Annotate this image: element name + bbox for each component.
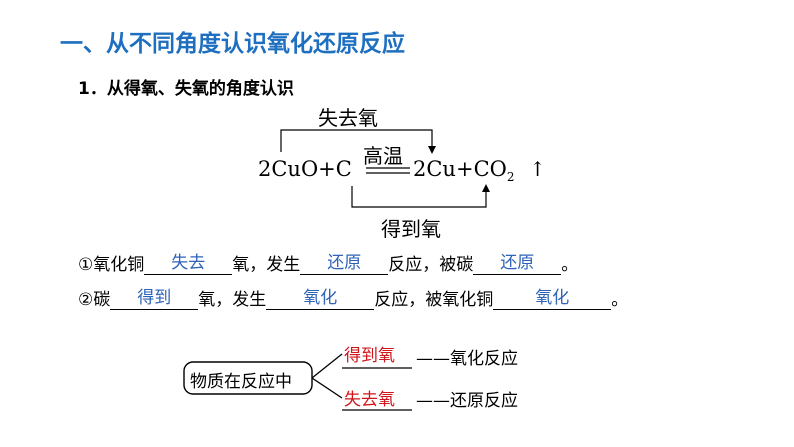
line1-text-3: 反应，被碳 <box>388 255 474 275</box>
reactant-cuo: 2CuO <box>258 157 319 181</box>
section-subtitle: 1．从得氧、失氧的角度认识 <box>78 79 294 99</box>
reaction-condition: 高温 <box>363 144 403 168</box>
line2-text-3: 反应，被氧化铜 <box>374 290 494 310</box>
subscript-2: 2 <box>506 170 515 185</box>
answer-1-3: 还原 <box>500 253 535 273</box>
branch-lose-oxygen: 失去氧 <box>344 390 395 410</box>
fill-line-2: ②碳 得到 氧，发生 氧化 反应，被氧化铜 氧化 。 <box>78 285 628 310</box>
arrow-head-bottom <box>482 184 490 192</box>
blank-1-1[interactable]: 失去 <box>144 253 233 275</box>
chemical-equation: 2CuO+C <box>258 157 352 181</box>
line2-text-4: 。 <box>611 290 629 310</box>
plus-sign: + <box>318 157 336 181</box>
result-row-2: ——还原反应 <box>416 386 518 411</box>
line1-text-2: 氧，发生 <box>232 255 301 275</box>
gas-arrow-icon: ↑ <box>529 157 546 181</box>
dash-2: —— <box>416 391 450 411</box>
branch-gain-oxygen: 得到氧 <box>344 346 395 366</box>
blank-1-2[interactable]: 还原 <box>300 253 389 275</box>
blank-2-2[interactable]: 氧化 <box>266 288 375 310</box>
blank-2-1[interactable]: 得到 <box>110 288 199 310</box>
reactant-c: C <box>335 157 352 181</box>
answer-2-1: 得到 <box>137 288 172 308</box>
result-row-1: ——氧化反应 <box>416 344 518 369</box>
answer-1-1: 失去 <box>171 253 206 273</box>
chemical-products: 2Cu+CO2 ↑ <box>413 157 546 184</box>
answer-2-3: 氧化 <box>535 288 570 308</box>
dash-1: —— <box>416 349 450 369</box>
result-reduction: 还原反应 <box>450 391 518 411</box>
fill-line-1: ①氧化铜 失去 氧，发生 还原 反应，被碳 还原 。 <box>78 250 578 275</box>
answer-2-2: 氧化 <box>303 288 338 308</box>
gain-oxygen-label: 得到氧 <box>381 217 441 241</box>
line1-text-4: 。 <box>561 255 579 275</box>
plus-sign: + <box>455 157 474 181</box>
diagram-box-label: 物质在反应中 <box>190 372 292 392</box>
arrow-head-top <box>428 146 436 154</box>
line1-text-1: ①氧化铜 <box>78 255 145 275</box>
product-cu: 2Cu <box>413 157 456 181</box>
product-co2: CO <box>473 157 507 181</box>
answer-1-2: 还原 <box>327 253 362 273</box>
lose-oxygen-label: 失去氧 <box>318 106 378 130</box>
blank-2-3[interactable]: 氧化 <box>493 288 612 310</box>
result-oxidation: 氧化反应 <box>450 349 518 369</box>
line2-text-2: 氧，发生 <box>198 290 267 310</box>
blank-1-3[interactable]: 还原 <box>473 253 562 275</box>
page-title: 一、从不同角度认识氧化还原反应 <box>60 31 405 57</box>
line2-text-1: ②碳 <box>78 290 111 310</box>
